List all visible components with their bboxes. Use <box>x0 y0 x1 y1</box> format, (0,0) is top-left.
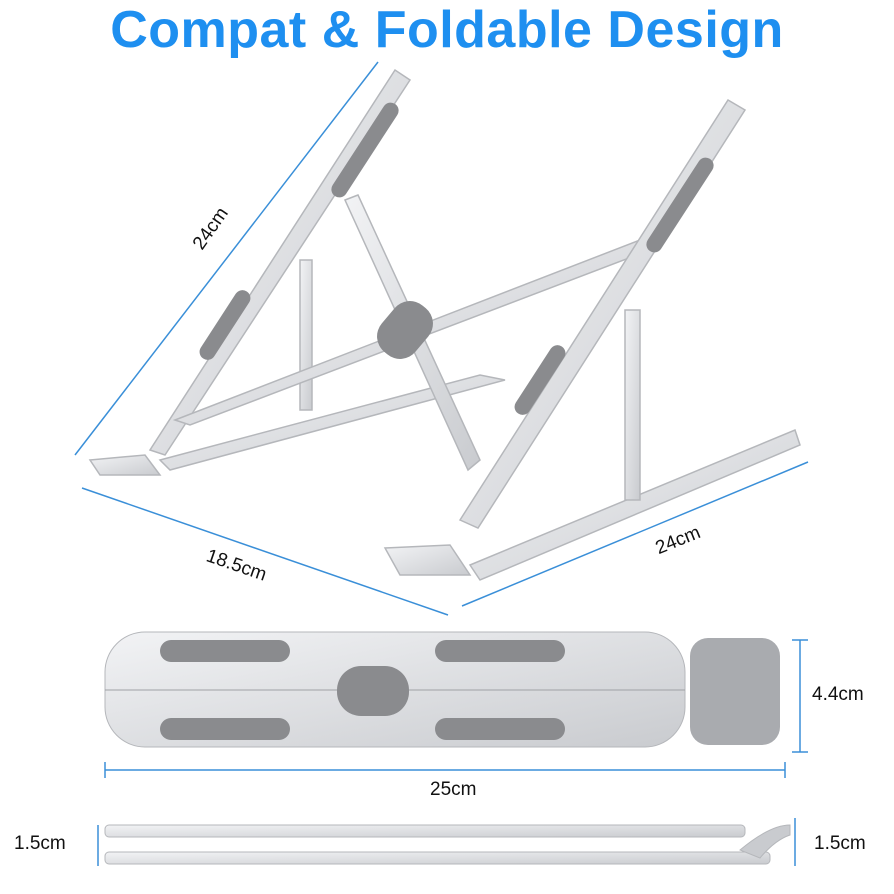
dimension-lines <box>74 61 809 866</box>
dimension-label-folded-length: 25cm <box>430 779 477 800</box>
page-title: Compat & Foldable Design <box>110 1 784 59</box>
dimension-label-folded-width: 4.4cm <box>812 684 864 705</box>
stand-folded-side <box>104 824 791 865</box>
stand-folded-top <box>104 631 780 748</box>
dimension-label-thickness-right: 1.5cm <box>814 833 866 854</box>
dimension-label-thickness-left: 1.5cm <box>14 833 66 854</box>
stand-unfolded <box>88 68 801 581</box>
